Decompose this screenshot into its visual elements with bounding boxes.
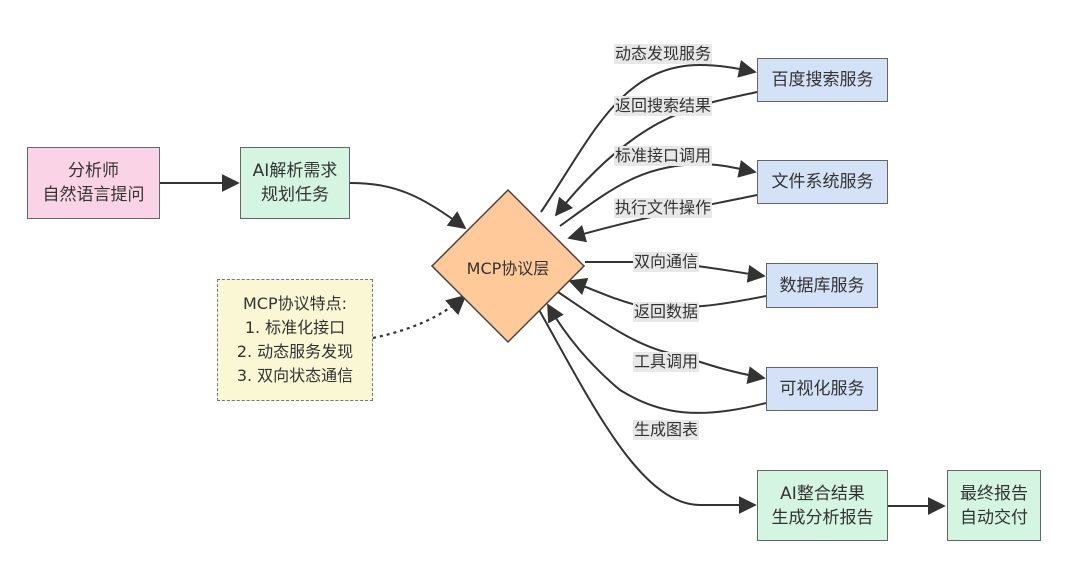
edge-label-tool-call: 工具调用 (633, 352, 700, 372)
ai-merge-line1: AI整合结果 (780, 483, 865, 504)
analyst-line2: 自然语言提问 (42, 185, 145, 205)
mcp-diamond[interactable] (430, 188, 586, 344)
mcp-label: MCP协议层 (466, 259, 550, 278)
filesystem-label: 文件系统服务 (771, 172, 874, 192)
node-ai-merge[interactable]: AI整合结果 生成分析报告 (757, 470, 888, 541)
baidu-label: 百度搜索服务 (771, 70, 874, 90)
node-database[interactable]: 数据库服务 (766, 263, 878, 308)
note-item: 2. 动态服务发现 (236, 342, 354, 361)
edge-label-std-call: 标准接口调用 (614, 146, 713, 166)
edge-gen-chart-return (547, 303, 767, 414)
analyst-line1: 分析师 (68, 161, 119, 181)
visual-label: 可视化服务 (779, 379, 865, 399)
note-item: 3. 双向状态通信 (236, 366, 354, 385)
ai-parse-line2: 规划任务 (261, 185, 329, 205)
edge-label-return-data: 返回数据 (633, 302, 700, 322)
edge-label-return-search: 返回搜索结果 (614, 96, 713, 116)
database-label: 数据库服务 (779, 275, 865, 296)
final-line2: 自动交付 (960, 507, 1028, 528)
node-analyst[interactable]: 分析师 自然语言提问 (27, 147, 160, 219)
edge-ai-to-mcp (349, 182, 467, 230)
node-baidu-search[interactable]: 百度搜索服务 (757, 58, 888, 102)
edge-label-bidir: 双向通信 (633, 252, 700, 272)
node-filesystem[interactable]: 文件系统服务 (757, 160, 888, 204)
note-item: 1. 标准化接口 (244, 318, 346, 337)
edge-label-gen-chart: 生成图表 (633, 420, 700, 440)
note-mcp-features[interactable]: MCP协议特点: 1. 标准化接口 2. 动态服务发现 3. 双向状态通信 (217, 279, 373, 401)
edge-discover (540, 59, 757, 213)
ai-parse-line1: AI解析需求 (252, 161, 338, 181)
ai-merge-line2: 生成分析报告 (771, 507, 874, 528)
node-visualization[interactable]: 可视化服务 (766, 367, 878, 411)
note-title: MCP协议特点: (242, 294, 348, 313)
edge-return-search (554, 91, 758, 217)
edge-label-discover: 动态发现服务 (614, 44, 713, 64)
node-final-report[interactable]: 最终报告 自动交付 (947, 470, 1041, 541)
final-line1: 最终报告 (960, 483, 1028, 504)
edge-gen-chart (537, 307, 757, 514)
edge-label-file-op: 执行文件操作 (614, 198, 713, 218)
node-ai-parse[interactable]: AI解析需求 规划任务 (240, 147, 350, 219)
edge-note-to-mcp (372, 294, 467, 340)
